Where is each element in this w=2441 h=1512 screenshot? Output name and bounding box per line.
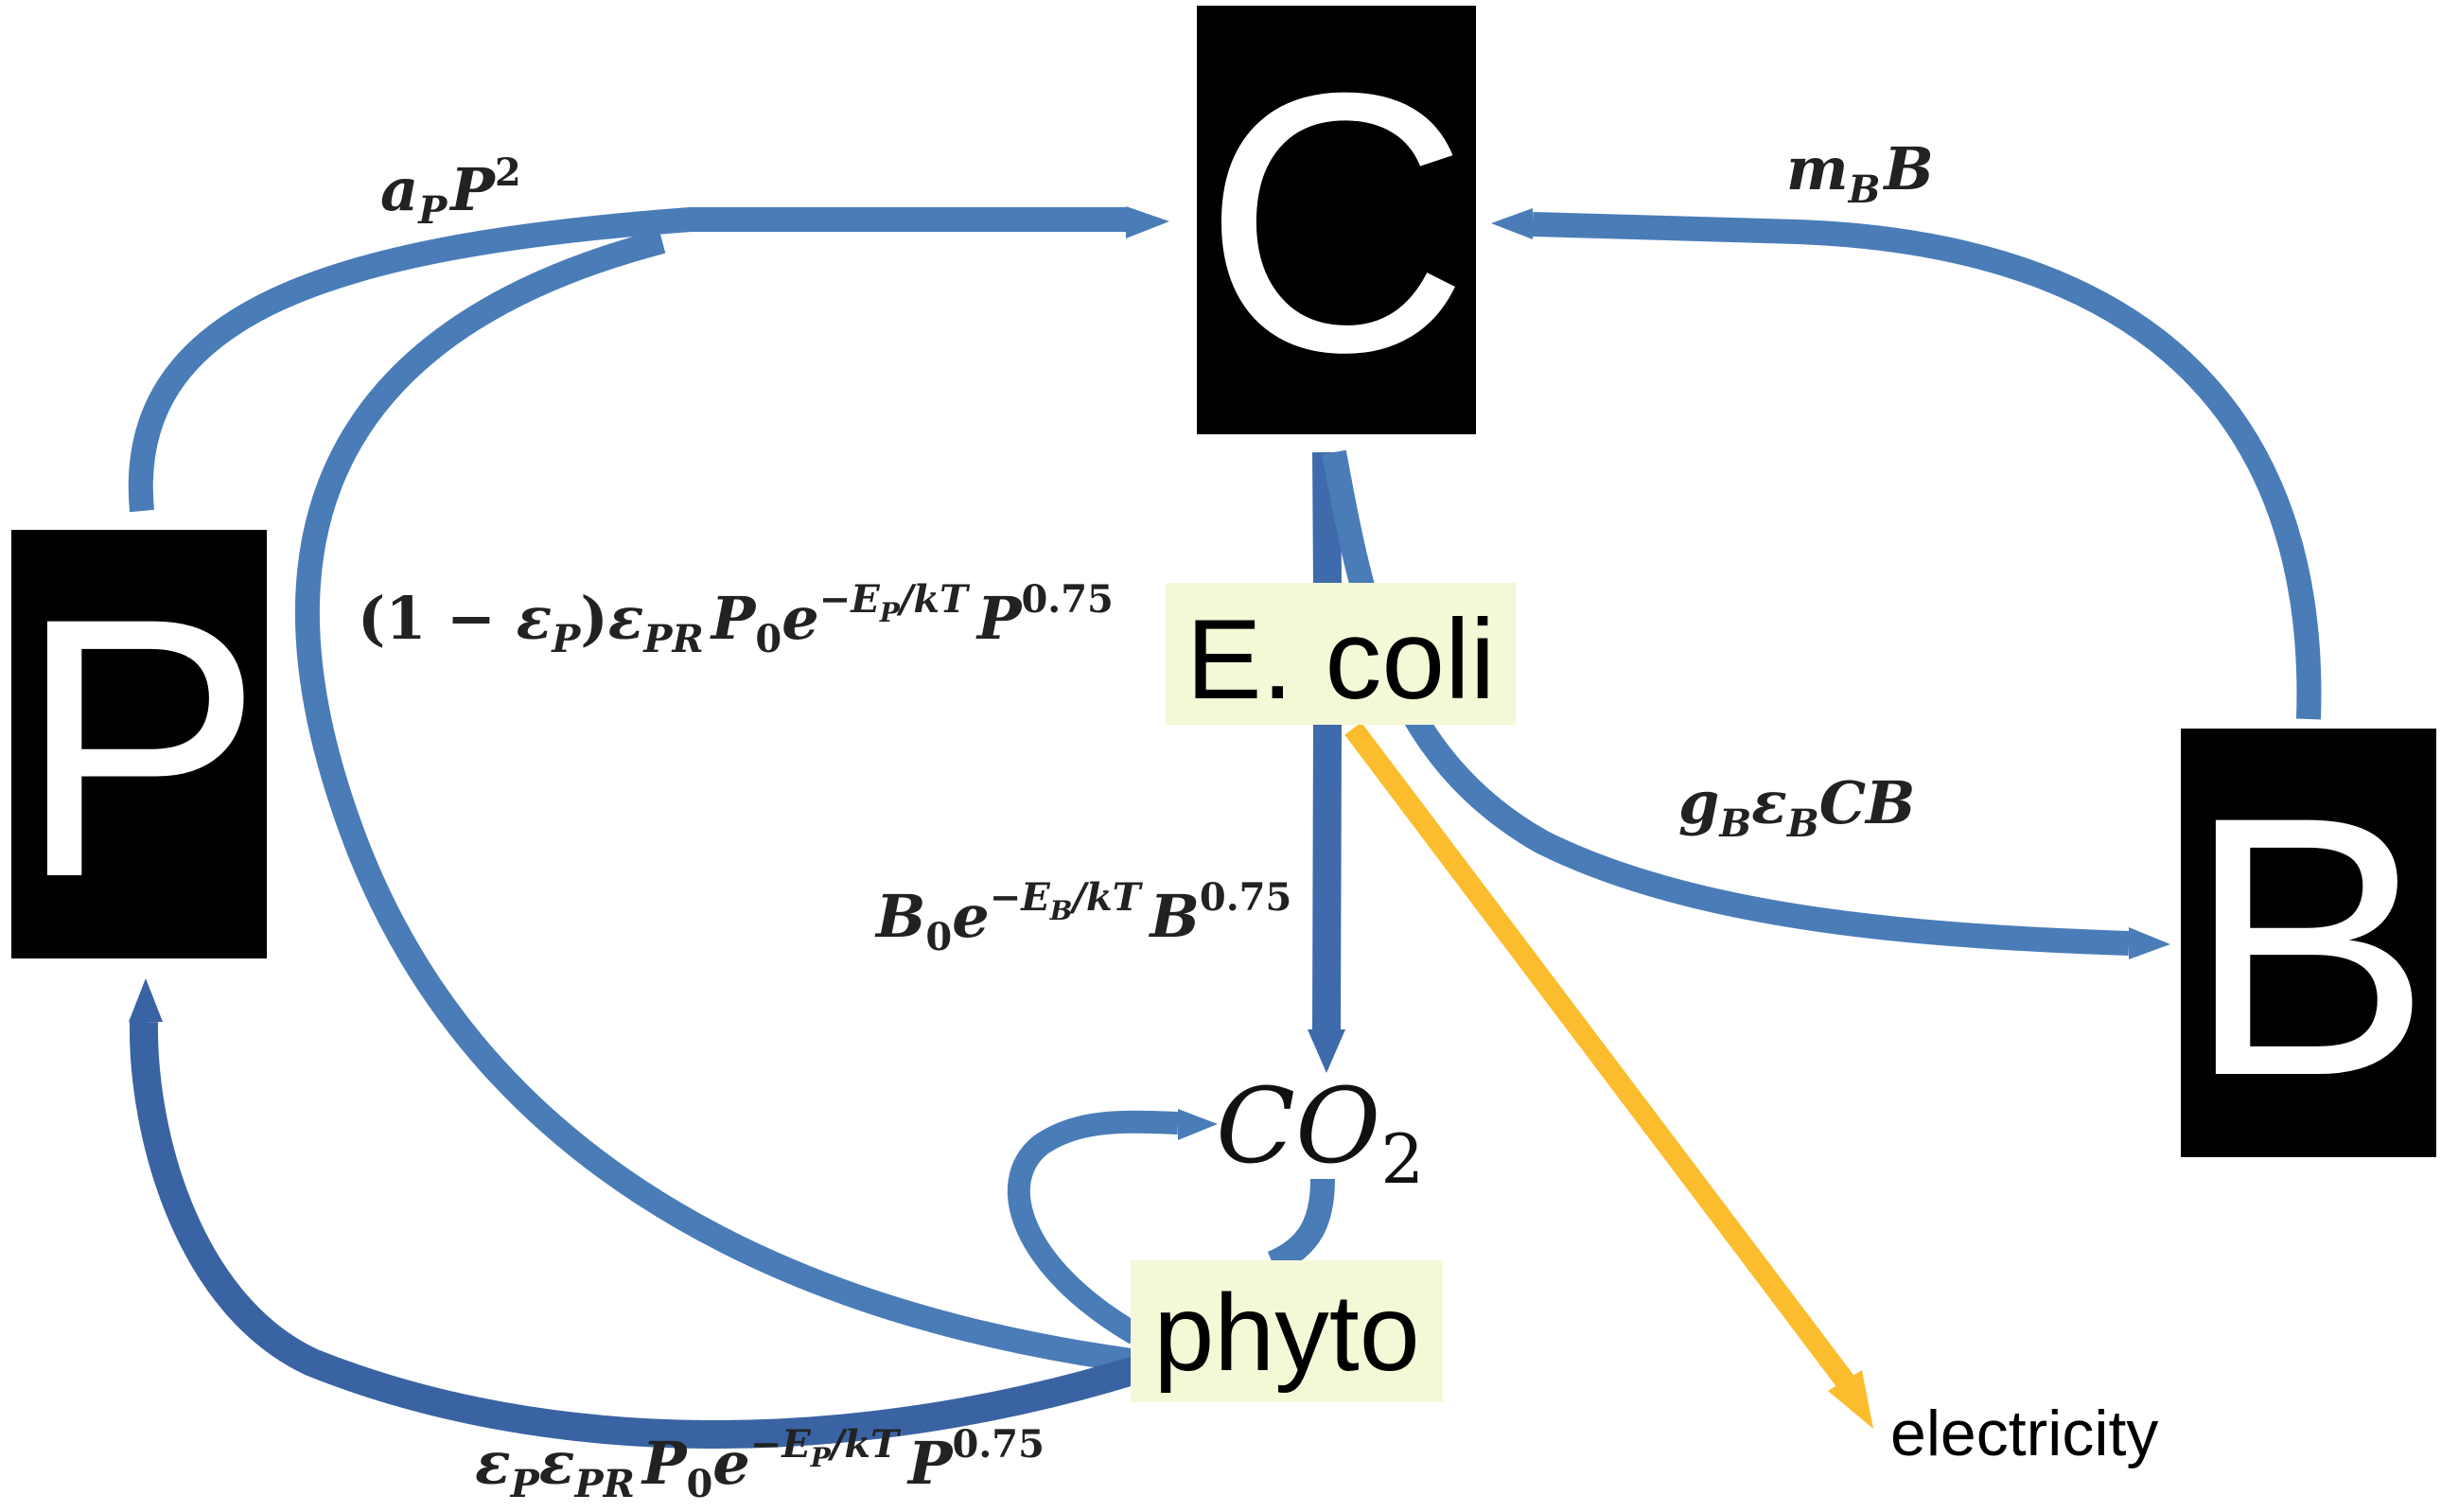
node-ecoli-label: E. coli (1186, 596, 1496, 723)
node-phyto-highlight (1131, 1260, 1443, 1402)
arrowhead-b-to-c (1491, 208, 1533, 239)
arrowhead-ecoli-to-co2 (1308, 1029, 1345, 1073)
flow-phyto-loop-to-co2 (1008, 1110, 1179, 1345)
electricity-label: electricity (1890, 1398, 2158, 1469)
node-phyto-label: phyto (1153, 1273, 1419, 1394)
arrowhead-phyto-to-p (129, 978, 163, 1022)
label-p-to-c: aPP2 (380, 150, 521, 233)
node-p-label: P (17, 541, 263, 954)
arrowhead-p-to-c (1126, 206, 1169, 238)
node-c-label: C (1203, 16, 1469, 429)
flow-phyto-to-p (129, 1021, 1140, 1450)
node-co2-label: CO2 (1216, 1065, 1424, 1199)
node-p-box (11, 530, 267, 958)
flow-b-to-c (1532, 212, 2322, 720)
node-b-box (2181, 729, 2436, 1157)
node-c-box (1197, 6, 1476, 434)
flow-p-to-c (128, 207, 1126, 513)
arrowhead-phyto-loop (1178, 1109, 1218, 1140)
flow-phyto-to-c (294, 229, 1133, 1373)
label-b-to-c: mBB (1786, 134, 1934, 212)
arrowhead-c-to-b (2129, 927, 2170, 959)
node-ecoli-highlight (1166, 583, 1516, 725)
flow-ecoli-to-electricity (1344, 722, 1855, 1390)
node-b-label: B (2186, 740, 2432, 1152)
label-c-to-b: gBεBCB (1678, 768, 1915, 846)
flow-co2-to-phyto (1267, 1178, 1335, 1275)
flow-ecoli-to-co2 (1312, 718, 1342, 1030)
arrowhead-electricity (1828, 1370, 1873, 1429)
